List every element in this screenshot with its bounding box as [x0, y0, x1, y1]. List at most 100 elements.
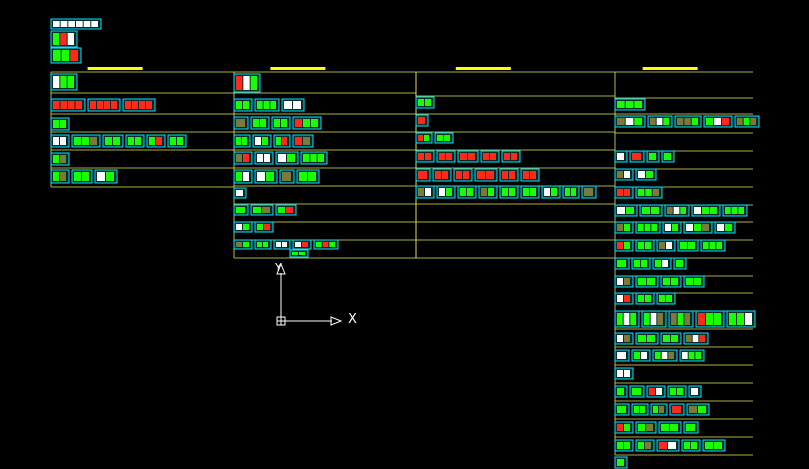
sheet-content: [624, 442, 630, 449]
sheet-content: [656, 388, 662, 395]
sheet-content: [624, 189, 630, 196]
sheet-content: [274, 119, 280, 127]
sheet-content: [60, 172, 66, 181]
sheet-content: [257, 224, 263, 230]
sheet-content: [638, 171, 645, 178]
sheet-content: [236, 154, 242, 162]
column-title-mark: [455, 67, 511, 70]
sheet-content: [644, 224, 651, 231]
sheet-content: [657, 313, 663, 325]
sheet-content: [694, 278, 701, 285]
sheet-content: [617, 424, 623, 431]
sheet-content: [282, 242, 287, 247]
sheet-content: [53, 155, 59, 163]
sheet-content: [680, 207, 686, 214]
sheet-content: [75, 101, 82, 109]
sheet-content: [717, 224, 724, 231]
sheet-content: [617, 406, 626, 413]
sheet-content: [647, 335, 655, 342]
sheet-content: [82, 137, 89, 145]
sheet-content: [638, 442, 644, 449]
sheet-content: [617, 189, 623, 196]
sheet-content: [425, 99, 431, 106]
sheet-content: [53, 21, 60, 27]
sheet-content: [634, 406, 639, 413]
sheet-content: [299, 172, 307, 181]
sheet-content: [530, 171, 536, 179]
sheet-content: [617, 370, 623, 377]
sheet-content: [286, 207, 293, 213]
sheet-content: [146, 101, 152, 109]
sheet-content: [638, 295, 644, 302]
sheet-content: [722, 118, 729, 125]
sheet-content: [236, 137, 241, 145]
sheet-content: [689, 406, 697, 413]
sheet-content: [714, 313, 721, 325]
sheet-content: [61, 50, 70, 61]
sheet-content: [270, 101, 276, 109]
sheet-content: [668, 442, 676, 449]
sheet-content: [652, 189, 659, 196]
sheet-content: [659, 442, 667, 449]
sheet-content: [264, 154, 270, 162]
sheet-content: [236, 242, 242, 247]
ucs-x-axis-label: X: [348, 312, 357, 327]
sheet-content: [649, 388, 655, 395]
sheet-content: [655, 260, 661, 267]
sheet-content: [74, 172, 81, 181]
sheet-content: [624, 424, 630, 431]
sheet-content: [617, 224, 623, 231]
sheet-content: [442, 171, 448, 179]
sheet-content: [666, 295, 672, 302]
sheet-content: [663, 335, 670, 342]
drawing-sheets: [50, 18, 760, 469]
sheet-content: [617, 153, 624, 160]
sheet-content: [60, 76, 67, 88]
sheet-content: [463, 171, 469, 179]
sheet-content: [684, 313, 690, 325]
sheet-content: [424, 135, 429, 141]
sheet-content: [502, 171, 508, 179]
sheet-content: [729, 313, 736, 325]
sheet-content: [617, 171, 623, 178]
sheet-content: [659, 295, 665, 302]
sheet-content: [236, 76, 243, 90]
sheet-content: [630, 313, 636, 325]
sheet-content: [282, 172, 291, 181]
sheet-content: [177, 137, 183, 145]
sheet-content: [68, 21, 75, 27]
sheet-content: [706, 313, 713, 325]
sheet-content: [624, 335, 630, 342]
sheet-content: [418, 188, 424, 196]
sheet-content: [642, 207, 650, 214]
sheet-content: [250, 76, 257, 90]
sheet-content: [236, 190, 243, 196]
sheet-content: [624, 171, 630, 178]
sheet-content: [257, 242, 262, 247]
sheet-content: [60, 33, 67, 45]
sheet-content: [640, 406, 645, 413]
sheet-content: [53, 137, 59, 145]
sheet-content: [113, 137, 120, 145]
sheet-content: [677, 388, 683, 395]
column-title-mark: [270, 67, 326, 70]
sheet-content: [460, 153, 467, 160]
sheet-content: [664, 153, 671, 160]
sheet-content: [303, 137, 310, 145]
sheet-content: [670, 424, 678, 431]
sheet-content: [446, 188, 452, 196]
sheet-content: [303, 119, 310, 127]
sheet-content: [316, 242, 322, 247]
table-grid-lines: [50, 71, 753, 456]
sheet-content: [97, 172, 105, 181]
sheet-content: [70, 50, 78, 61]
sheet-content: [60, 155, 66, 163]
sheet-content: [67, 76, 74, 88]
sheet-content: [738, 207, 744, 214]
sheet-content: [53, 50, 61, 61]
sheet-content: [509, 188, 515, 196]
sheet-content: [284, 101, 292, 109]
sheet-content: [743, 118, 750, 125]
sheet-content: [311, 119, 318, 127]
